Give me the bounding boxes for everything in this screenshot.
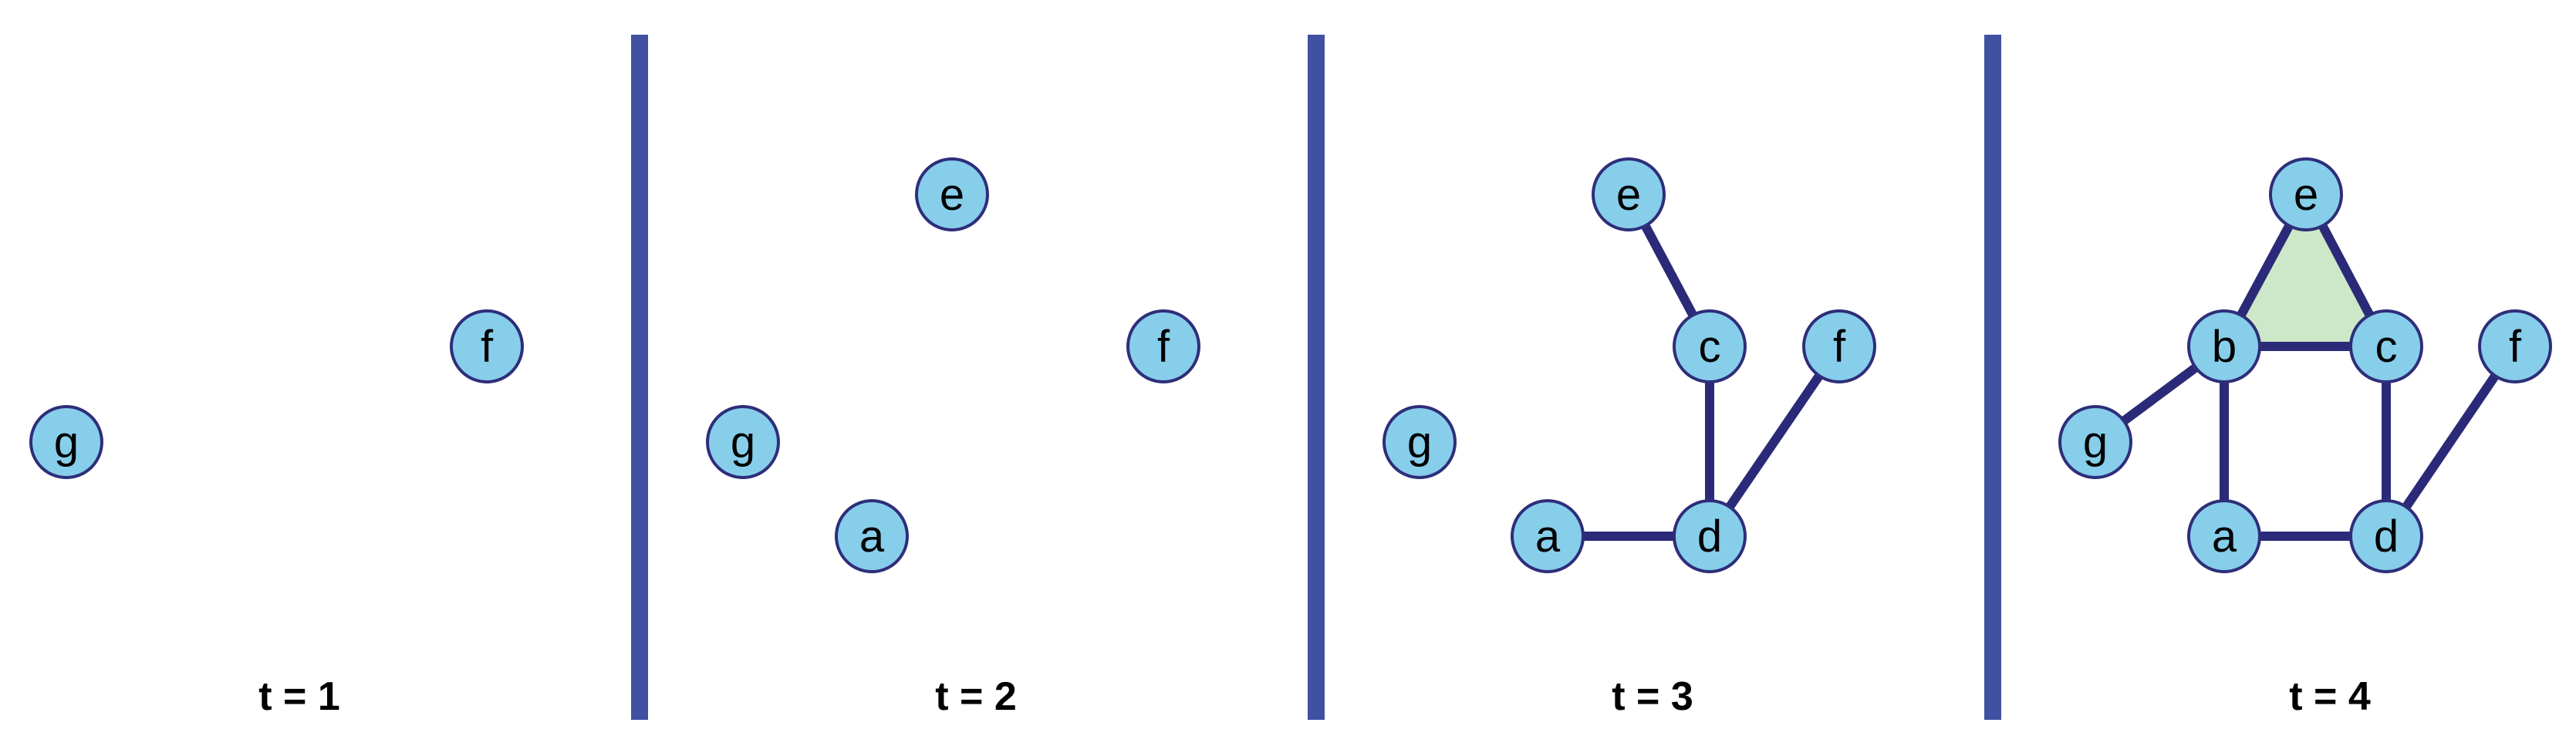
panel-label: t = 2 [935, 674, 1017, 719]
node-label: c [2375, 322, 2398, 372]
node-circle [706, 405, 780, 479]
node-circle [1383, 405, 1457, 479]
node-circle [1126, 309, 1200, 383]
node-circle [1592, 157, 1666, 231]
node-label: d [2374, 512, 2399, 562]
node-label: g [1407, 417, 1432, 468]
panel-t1: f g t = 1 [29, 309, 524, 719]
node-f: f [450, 309, 524, 383]
node-label: e [940, 170, 964, 220]
node-label: f [2509, 322, 2522, 372]
node-f: f [1126, 309, 1200, 383]
node-c: c [2349, 309, 2423, 383]
panel-label: t = 3 [1612, 674, 1693, 719]
node-g: g [706, 405, 780, 479]
node-circle [1802, 309, 1876, 383]
node-label: b [2212, 322, 2237, 372]
node-e: e [1592, 157, 1666, 231]
node-a: a [1511, 499, 1585, 573]
edge-f-d [2382, 343, 2519, 539]
node-label: d [1697, 512, 1722, 562]
node-g: g [1383, 405, 1457, 479]
node-g: g [29, 405, 103, 479]
node-label: a [1535, 512, 1561, 562]
node-label: f [1157, 322, 1170, 372]
panel-t3: e c f g a d t = 3 [1383, 157, 1876, 719]
panel-t4: e b c f g a d t = 4 [2058, 157, 2552, 719]
node-circle [835, 499, 909, 573]
node-g: g [2058, 405, 2132, 479]
node-circle [2349, 499, 2423, 573]
node-circle [29, 405, 103, 479]
node-a: a [2187, 499, 2261, 573]
node-label: g [2083, 417, 2108, 468]
node-f: f [2478, 309, 2552, 383]
panel-label: t = 4 [2289, 674, 2371, 719]
node-circle [2058, 405, 2132, 479]
node-circle [1673, 309, 1747, 383]
node-label: g [731, 417, 755, 468]
node-circle [2187, 499, 2261, 573]
node-f: f [1802, 309, 1876, 383]
node-circle [1673, 499, 1747, 573]
node-label: a [859, 512, 885, 562]
node-label: e [2294, 170, 2318, 220]
node-b: b [2187, 309, 2261, 383]
node-label: f [1833, 322, 1846, 372]
node-circle [1511, 499, 1585, 573]
node-d: d [1673, 499, 1747, 573]
filled-triangle [2224, 194, 2386, 346]
node-label: f [481, 322, 494, 372]
node-c: c [1673, 309, 1747, 383]
node-circle [2478, 309, 2552, 383]
node-e: e [915, 157, 989, 231]
node-e: e [2269, 157, 2343, 231]
node-circle [2269, 157, 2343, 231]
node-a: a [835, 499, 909, 573]
node-d: d [2349, 499, 2423, 573]
node-circle [2187, 309, 2261, 383]
node-label: g [54, 417, 79, 468]
panel-t2: e f g a t = 2 [706, 157, 1200, 719]
edge-f-d [1706, 343, 1843, 539]
node-label: e [1616, 170, 1641, 220]
node-label: a [2212, 512, 2237, 562]
panel-label: t = 1 [258, 674, 340, 719]
node-circle [915, 157, 989, 231]
node-circle [450, 309, 524, 383]
node-label: c [1699, 322, 1721, 372]
node-circle [2349, 309, 2423, 383]
